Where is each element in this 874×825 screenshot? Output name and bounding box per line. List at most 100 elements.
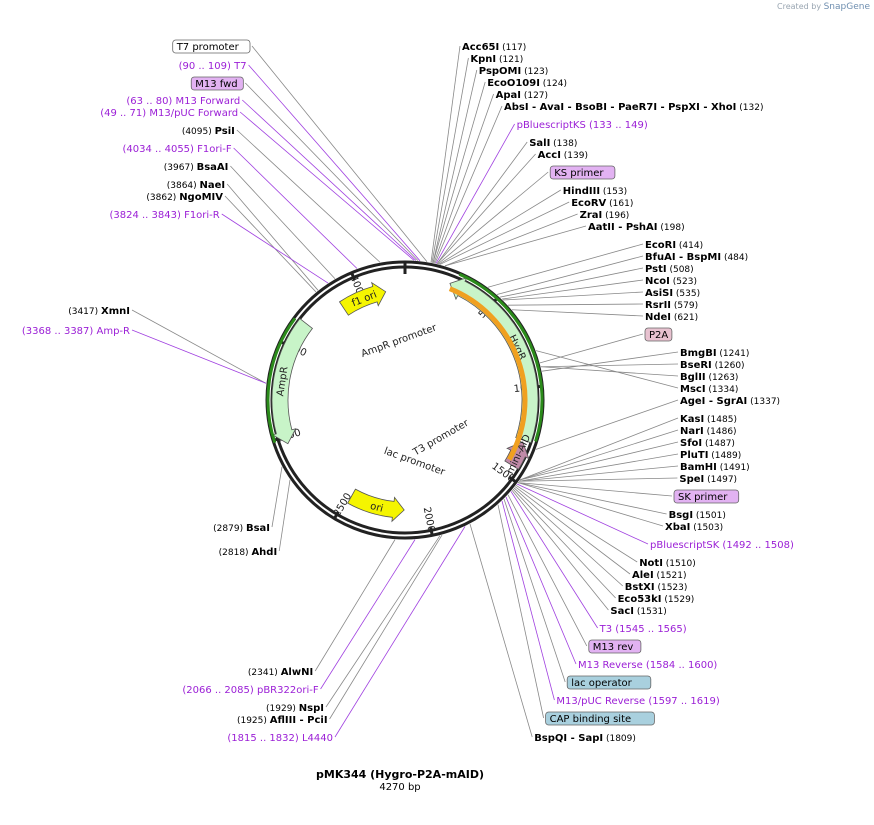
enzyme-label: (2341) AlwNI: [248, 667, 313, 678]
right-label-16: PstI (508): [645, 264, 694, 275]
orange-band: [448, 286, 528, 461]
enzyme-label: BfuAI - BspMI (484): [645, 252, 748, 263]
enzyme-label: AccI (139): [538, 150, 588, 161]
right-label-27: KasI (1485): [680, 414, 737, 425]
leader-line: [499, 267, 644, 298]
leader-line: [444, 213, 578, 267]
tick-label-2000: 2000: [421, 506, 437, 533]
right-label-41: SacI (1531): [610, 606, 666, 617]
enzyme-label: MscI (1334): [680, 384, 738, 395]
right-label-31: BamHI (1491): [680, 462, 750, 473]
primer-label: (63 .. 80) M13 Forward: [126, 96, 240, 107]
right-label-19: RsrII (579): [645, 300, 698, 311]
ampr-promoter-label: AmpR promoter: [360, 322, 439, 360]
feature-box-text: M13 rev: [593, 642, 634, 653]
right-label-26: AgeI - SgrAI (1337): [680, 396, 780, 407]
direction-bar-ampr: [266, 317, 297, 444]
enzyme-label: BsgI (1501): [669, 510, 726, 521]
leader-line: [515, 484, 638, 563]
enzyme-label: NotI (1510): [639, 558, 696, 569]
left-label-6: (4034 .. 4055) F1ori-F: [123, 144, 232, 155]
primer-label: (3368 .. 3387) Amp-R: [22, 326, 130, 337]
primer-label: M13/pUC Reverse (1597 .. 1619): [556, 696, 719, 707]
right-label-32: SpeI (1497): [679, 474, 737, 485]
left-label-14: (2818) AhdI: [219, 547, 278, 558]
leader-line: [513, 487, 624, 587]
leader-line: [433, 93, 494, 264]
leader-line: [510, 491, 598, 629]
leader-line: [437, 171, 549, 265]
leader-line: [518, 465, 679, 482]
leader-line: [507, 303, 644, 306]
feature-box: [588, 639, 642, 654]
enzyme-label: AatII - PshAI (198): [588, 222, 685, 233]
right-label-34: BsgI (1501): [669, 510, 726, 521]
primer-label: (90 .. 109) T7: [179, 61, 247, 72]
enzyme-label: PluTI (1489): [680, 450, 741, 461]
left-label-1: (90 .. 109) T7: [179, 61, 247, 72]
left-label-4: (49 .. 71) M13/pUC Forward: [100, 108, 238, 119]
leader-line: [505, 496, 577, 665]
leader-line: [236, 129, 381, 263]
leader-line: [320, 539, 416, 690]
leader-line: [517, 482, 664, 527]
leader-line: [233, 147, 358, 269]
right-label-24: BglII (1263): [680, 372, 738, 383]
right-label-18: AsiSI (535): [645, 288, 700, 299]
left-label-13: (2879) BsaI: [213, 523, 270, 534]
enzyme-label: (2818) AhdI: [219, 547, 278, 558]
leader-line: [242, 99, 417, 261]
leader-line: [248, 64, 421, 262]
leader-line: [444, 225, 587, 267]
left-label-3: (63 .. 80) M13 Forward: [126, 96, 240, 107]
leader-line: [517, 482, 667, 515]
leader-line: [251, 45, 428, 262]
right-label-40: Eco53kI (1529): [618, 594, 695, 605]
enzyme-label: NarI (1486): [680, 426, 737, 437]
inner-labels: AmpR promoter T3 promoter lac promoter: [360, 322, 472, 478]
leader-lines: [131, 45, 679, 738]
enzyme-label: NdeI (621): [645, 312, 698, 323]
primer-label: (1815 .. 1832) L4440: [227, 733, 333, 744]
enzyme-label: BamHI (1491): [680, 462, 750, 473]
right-label-29: SfoI (1487): [680, 438, 735, 449]
leader-line: [518, 453, 679, 482]
leader-line: [519, 429, 679, 481]
left-label-15: (2341) AlwNI: [248, 667, 313, 678]
right-label-5: AbsI - AvaI - BsoBI - PaeR7I - PspXI - X…: [504, 102, 763, 113]
primer-label: (3824 .. 3843) F1ori-R: [109, 210, 219, 221]
leader-line: [518, 477, 678, 482]
feature-box: [566, 675, 652, 690]
enzyme-label: PstI (508): [645, 264, 694, 275]
right-label-35: XbaI (1503): [665, 522, 723, 533]
leader-line: [314, 539, 396, 672]
right-label-7: SalI (138): [529, 138, 577, 149]
feature-box-text: P2A: [649, 330, 668, 341]
left-label-7: (3967) BsaAI: [164, 162, 229, 173]
feature-ori: [347, 488, 405, 523]
enzyme-label: RsrII (579): [645, 300, 698, 311]
primer-label: M13 Reverse (1584 .. 1600): [578, 660, 717, 671]
left-label-9: (3862) NgoMIV: [146, 192, 223, 203]
primer-label: pBluescriptSK (1492 .. 1508): [650, 540, 794, 551]
leader-line: [535, 350, 679, 389]
leader-line: [519, 441, 679, 481]
leader-line: [519, 417, 679, 481]
leader-line: [501, 500, 555, 701]
feature-box-text: SK primer: [678, 492, 728, 503]
plasmid-name: pMK344 (Hygro-P2A-mAID): [316, 768, 484, 781]
enzyme-label: (3417) XmnI: [68, 306, 130, 317]
right-label-48: BspQI - SapI (1809): [534, 733, 636, 744]
credit-brand: SnapGene: [823, 2, 870, 12]
left-label-17: (1929) NspI: [266, 703, 324, 714]
leader-line: [278, 479, 291, 552]
enzyme-label: ApaI (127): [496, 90, 548, 101]
feature-box: [644, 327, 673, 342]
leader-line: [434, 105, 503, 264]
enzyme-label: (2879) BsaI: [213, 523, 270, 534]
enzyme-label: Eco53kI (1529): [618, 594, 695, 605]
leader-line: [439, 201, 570, 265]
enzyme-label: (3967) BsaAI: [164, 162, 229, 173]
direction-bar-hygr: [458, 272, 544, 442]
